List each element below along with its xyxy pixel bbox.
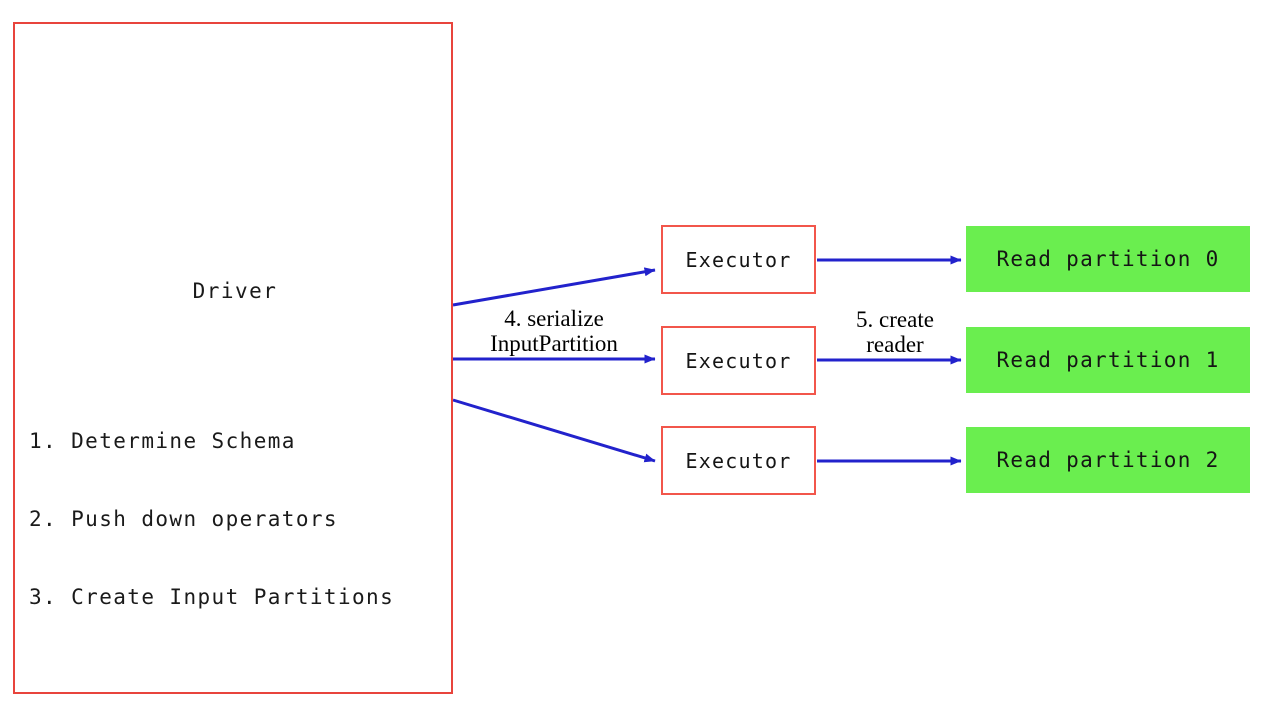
- executor-label-1: Executor: [685, 348, 792, 373]
- arrow-driver-to-executor-2: [452, 398, 656, 463]
- read-partition-box-2: Read partition 2: [966, 427, 1250, 493]
- edge-label-serialize-input-partition: 4. serialize InputPartition: [490, 306, 618, 356]
- read-partition-label-2: Read partition 2: [996, 448, 1220, 472]
- executor-box-2: Executor: [661, 426, 816, 495]
- driver-box: Driver 1. Determine Schema 2. Push down …: [13, 22, 453, 694]
- driver-step-3: 3. Create Input Partitions: [29, 585, 395, 609]
- read-partition-box-1: Read partition 1: [966, 327, 1250, 393]
- edge-label-create-reader: 5. create reader: [856, 307, 934, 357]
- executor-box-0: Executor: [661, 225, 816, 294]
- driver-steps-list: 1. Determine Schema 2. Push down operato…: [29, 376, 453, 662]
- executor-box-1: Executor: [661, 326, 816, 395]
- driver-step-2: 2. Push down operators: [29, 507, 338, 531]
- read-partition-box-0: Read partition 0: [966, 226, 1250, 292]
- read-partition-label-1: Read partition 1: [996, 348, 1220, 372]
- read-partition-label-0: Read partition 0: [996, 247, 1220, 271]
- executor-label-2: Executor: [685, 448, 792, 473]
- arrow-driver-to-executor-0: [452, 267, 656, 307]
- driver-title: Driver: [192, 279, 278, 303]
- executor-label-0: Executor: [685, 247, 792, 272]
- driver-step-1: 1. Determine Schema: [29, 429, 296, 453]
